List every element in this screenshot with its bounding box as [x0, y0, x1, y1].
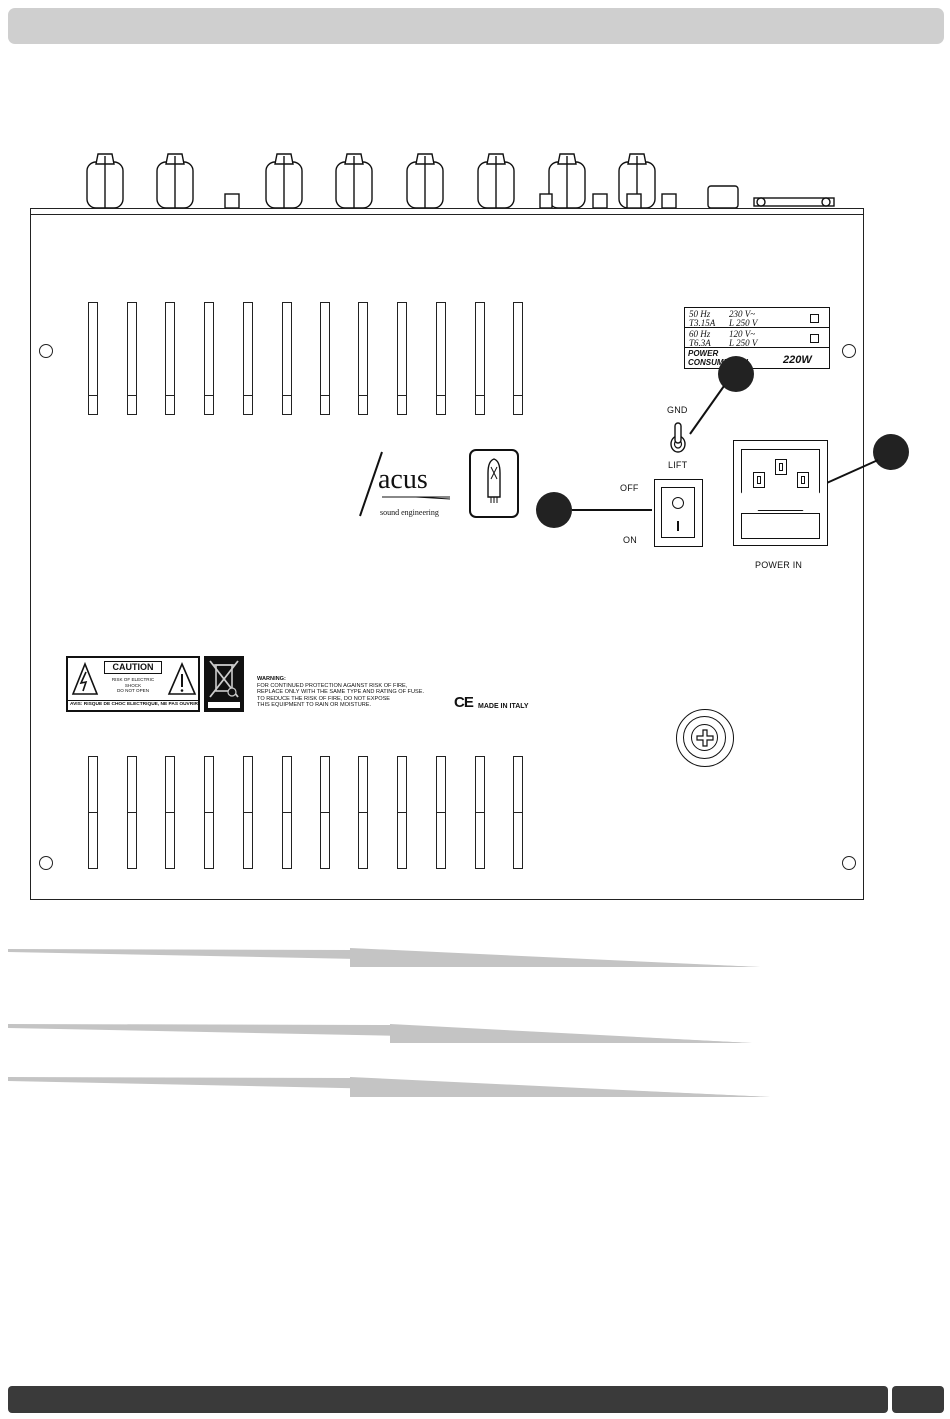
top-knobs-illustration — [86, 153, 835, 209]
vent-slot — [475, 756, 485, 869]
mounting-hole — [39, 344, 53, 358]
off-label: OFF — [620, 483, 639, 493]
ground-screw — [676, 709, 734, 767]
vent-slot — [513, 756, 523, 869]
power-consumption-label-2: CONSUMPTION — [688, 358, 748, 367]
vent-slot — [436, 302, 446, 415]
weee-bar — [208, 702, 240, 708]
vent-slot — [127, 756, 137, 869]
vent-slot — [397, 756, 407, 869]
power-in-label: POWER IN — [755, 560, 803, 570]
brand-tagline: sound engineering — [380, 508, 439, 517]
vent-slot — [204, 756, 214, 869]
vent-slot — [88, 302, 98, 415]
warning-line-4: THIS EQUIPMENT TO RAIN OR MOISTURE. — [257, 702, 372, 709]
iec-pin-earth — [775, 459, 787, 475]
caution-divider — [68, 700, 198, 701]
power-consumption-label: POWER — [688, 349, 719, 358]
acus-logo — [359, 451, 451, 517]
iec-pin-live — [753, 472, 765, 488]
caution-french: AVIS: RISQUE DE CHOC ELECTRIQUE, NE PAS … — [70, 702, 199, 707]
power-switch[interactable] — [654, 479, 703, 547]
tube-logo-icon — [469, 449, 519, 518]
rating-fuse-50hz: T3.15A — [689, 318, 716, 328]
decorative-stripes — [8, 948, 770, 1097]
ground-lift-toggle[interactable] — [668, 420, 688, 456]
vent-slot — [397, 302, 407, 415]
vent-slot — [88, 756, 98, 869]
callout-marker-power-in — [873, 434, 909, 470]
phillips-screw-icon — [696, 729, 714, 747]
rating-230v: 230 V~ — [729, 309, 756, 319]
exclamation-warning-icon — [167, 662, 197, 695]
caution-line-1: RISK OF ELECTRIC SHOCK — [111, 677, 155, 688]
caution-title: CAUTION — [104, 661, 162, 674]
iec-socket — [741, 449, 820, 511]
voltage-checkbox-120 — [810, 334, 819, 343]
caution-line-2: DO NOT OPEN — [116, 688, 150, 693]
vent-slot — [320, 302, 330, 415]
vent-slot — [243, 756, 253, 869]
caution-lines: RISK OF ELECTRIC SHOCK DO NOT OPEN — [104, 677, 162, 694]
vent-slot — [513, 302, 523, 415]
vent-slot — [127, 302, 137, 415]
mounting-hole — [39, 856, 53, 870]
rating-120v: 120 V~ — [729, 329, 756, 339]
fuse-warning: WARNING: FOR CONTINUED PROTECTION AGAINS… — [257, 676, 457, 709]
page-number-tab — [892, 1386, 944, 1413]
power-switch-rocker[interactable] — [661, 487, 695, 538]
weee-label — [204, 656, 244, 712]
vent-slot — [243, 302, 253, 415]
callout-marker-power-switch — [536, 492, 572, 528]
fuse-drawer[interactable] — [741, 513, 820, 539]
vent-slot — [475, 302, 485, 415]
warning-title: WARNING: — [257, 676, 286, 682]
vent-slot — [282, 302, 292, 415]
knob-1 — [86, 153, 124, 209]
warning-line-1: FOR CONTINUED PROTECTION AGAINST RISK OF… — [257, 682, 408, 689]
vent-slot — [282, 756, 292, 869]
knob-3 — [265, 153, 303, 209]
caution-label: CAUTION RISK OF ELECTRIC SHOCK DO NOT OP… — [66, 656, 200, 712]
rear-panel-top-edge — [30, 214, 864, 215]
vent-slot — [320, 756, 330, 869]
rating-fuse-60hz: T6.3A — [689, 338, 711, 348]
knob-5 — [406, 153, 444, 209]
knob-7 — [548, 153, 586, 209]
knob-4 — [335, 153, 373, 209]
vent-slot — [358, 302, 368, 415]
weee-bin-icon — [209, 660, 239, 698]
rating-l250v-2: L 250 V — [729, 338, 758, 348]
page-footer-bar — [8, 1386, 888, 1413]
ce-mark: CE — [454, 694, 474, 711]
brand-name: acus — [378, 464, 428, 495]
power-consumption-value: 220W — [783, 354, 812, 366]
mounting-hole — [842, 344, 856, 358]
made-in-italy: MADE IN ITALY — [478, 703, 529, 710]
voltage-checkbox-230 — [810, 314, 819, 323]
lift-label: LIFT — [668, 460, 688, 470]
mounting-hole — [842, 856, 856, 870]
rating-50hz: 50 Hz — [689, 309, 711, 319]
warning-line-3: TO REDUCE THE RISK OF FIRE, DO NOT EXPOS… — [257, 695, 391, 702]
off-circle-icon — [672, 497, 684, 509]
warning-line-2: REPLACE ONLY WITH THE SAME TYPE AND RATI… — [257, 689, 425, 696]
page-header-bar — [8, 8, 944, 44]
vent-slot — [436, 756, 446, 869]
vent-slot — [165, 756, 175, 869]
vent-slot — [204, 302, 214, 415]
power-inlet[interactable] — [733, 440, 828, 546]
gnd-label: GND — [667, 405, 688, 415]
on-label: ON — [623, 535, 637, 545]
on-line-icon — [677, 521, 679, 531]
rating-plate: 50 Hz T3.15A 230 V~ L 250 V 60 Hz T6.3A … — [684, 307, 830, 369]
knob-2 — [156, 153, 194, 209]
rating-60hz: 60 Hz — [689, 329, 711, 339]
vent-slot — [165, 302, 175, 415]
rating-l250v: L 250 V — [729, 318, 758, 328]
iec-pin-neutral — [797, 472, 809, 488]
lightning-warning-icon — [71, 662, 99, 695]
vent-slot — [358, 756, 368, 869]
